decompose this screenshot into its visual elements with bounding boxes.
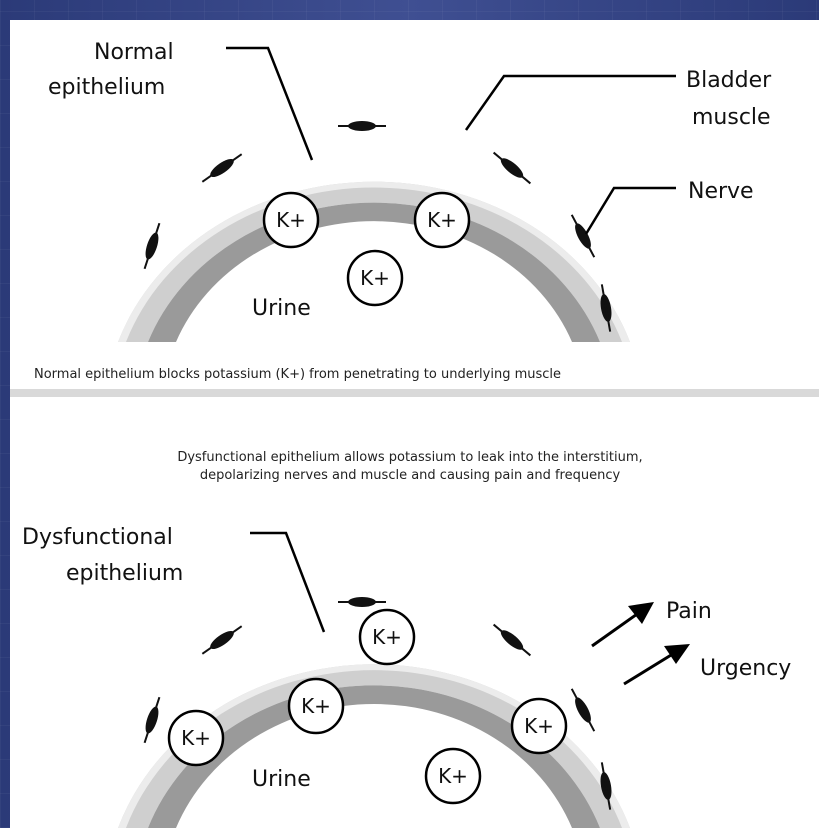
k-ion-label: K+ — [276, 208, 306, 232]
nerve-icon — [199, 622, 244, 658]
k-ion-label: K+ — [301, 694, 331, 718]
label-urine-bottom: Urine — [252, 767, 311, 792]
nerve-icon — [338, 597, 386, 607]
label-urgency: Urgency — [700, 656, 791, 681]
caption-normal: Normal epithelium blocks potassium (K+) … — [34, 367, 561, 382]
label-bladder-muscle-line2: muscle — [692, 105, 771, 130]
label-normal-epithelium-line1: Normal — [94, 40, 174, 65]
pain-arrow — [592, 602, 654, 646]
arrowhead-icon — [628, 602, 654, 624]
label-normal-epithelium-line2: epithelium — [48, 75, 165, 100]
nerve-icon — [567, 686, 598, 733]
urgency-arrow — [624, 644, 690, 684]
leader-nerve — [586, 188, 676, 234]
label-pain: Pain — [666, 599, 712, 624]
leader-bladder-muscle — [466, 76, 676, 130]
k-ion-label: K+ — [360, 266, 390, 290]
leader-normal-epithelium — [226, 48, 312, 160]
nerve-icon — [199, 150, 244, 186]
caption-dysfunctional-line2: depolarizing nerves and muscle and causi… — [200, 468, 621, 483]
label-urine-top: Urine — [252, 296, 311, 321]
label-bladder-muscle-line1: Bladder — [686, 68, 772, 93]
leader-dysfunctional-epithelium — [250, 533, 324, 632]
nerve-icon — [140, 222, 164, 271]
k-ion-label: K+ — [372, 625, 402, 649]
nerve-icon — [140, 696, 164, 745]
label-dysfunctional-epithelium-line2: epithelium — [66, 561, 183, 586]
k-ion-label: K+ — [438, 764, 468, 788]
arrowhead-icon — [664, 644, 690, 664]
nerve-icon — [490, 621, 533, 660]
k-ion-label: K+ — [427, 208, 457, 232]
label-nerve: Nerve — [688, 179, 754, 204]
nerve-icon — [338, 121, 386, 131]
nerve-icon — [490, 149, 533, 188]
k-ion-label: K+ — [181, 726, 211, 750]
k-ion-label: K+ — [524, 714, 554, 738]
label-dysfunctional-epithelium-line1: Dysfunctional — [22, 525, 173, 550]
caption-dysfunctional-line1: Dysfunctional epithelium allows potassiu… — [177, 450, 642, 465]
